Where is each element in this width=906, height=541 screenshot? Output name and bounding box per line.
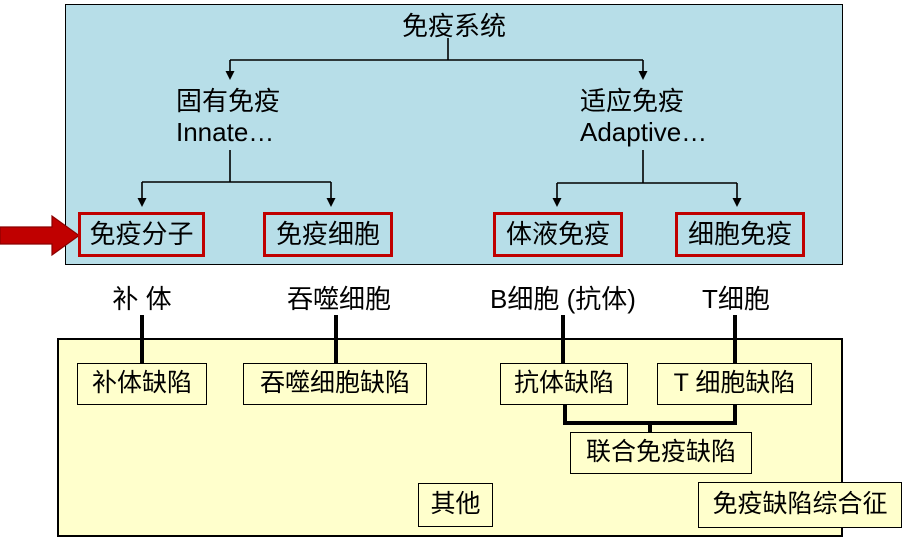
box-complement-deficiency: 补体缺陷 [77, 363, 207, 405]
label-phagocytes: 吞噬细胞 [286, 284, 391, 314]
branch-adaptive: 适应免疫 Adaptive… [580, 86, 707, 148]
immune-system-panel [65, 4, 843, 265]
box-immunodeficiency-syndrome: 免疫缺陷综合征 [698, 482, 902, 528]
box-humoral-immunity: 体液免疫 [493, 212, 623, 257]
branch-innate-zh: 固有免疫 [176, 86, 281, 116]
branch-innate: 固有免疫 Innate… [176, 86, 280, 148]
label-b-cells: B细胞 (抗体) [490, 284, 636, 314]
box-immune-molecules: 免疫分子 [78, 212, 205, 257]
label-t-cells: T细胞 [702, 284, 770, 314]
box-other: 其他 [418, 483, 493, 527]
label-complement: 补 体 [112, 284, 172, 314]
box-antibody-deficiency: 抗体缺陷 [500, 363, 628, 405]
diagram-title: 免疫系统 [401, 11, 506, 41]
box-cellular-immunity: 细胞免疫 [675, 212, 805, 257]
branch-adaptive-en: Adaptive… [580, 117, 708, 147]
box-immune-cells: 免疫细胞 [263, 212, 393, 257]
branch-innate-en: Innate… [176, 117, 275, 147]
box-t-cell-deficiency: T 细胞缺陷 [657, 363, 812, 405]
box-phagocyte-deficiency: 吞噬细胞缺陷 [243, 363, 427, 405]
branch-adaptive-zh: 适应免疫 [580, 86, 685, 116]
box-combined-immunodeficiency: 联合免疫缺陷 [570, 432, 752, 474]
